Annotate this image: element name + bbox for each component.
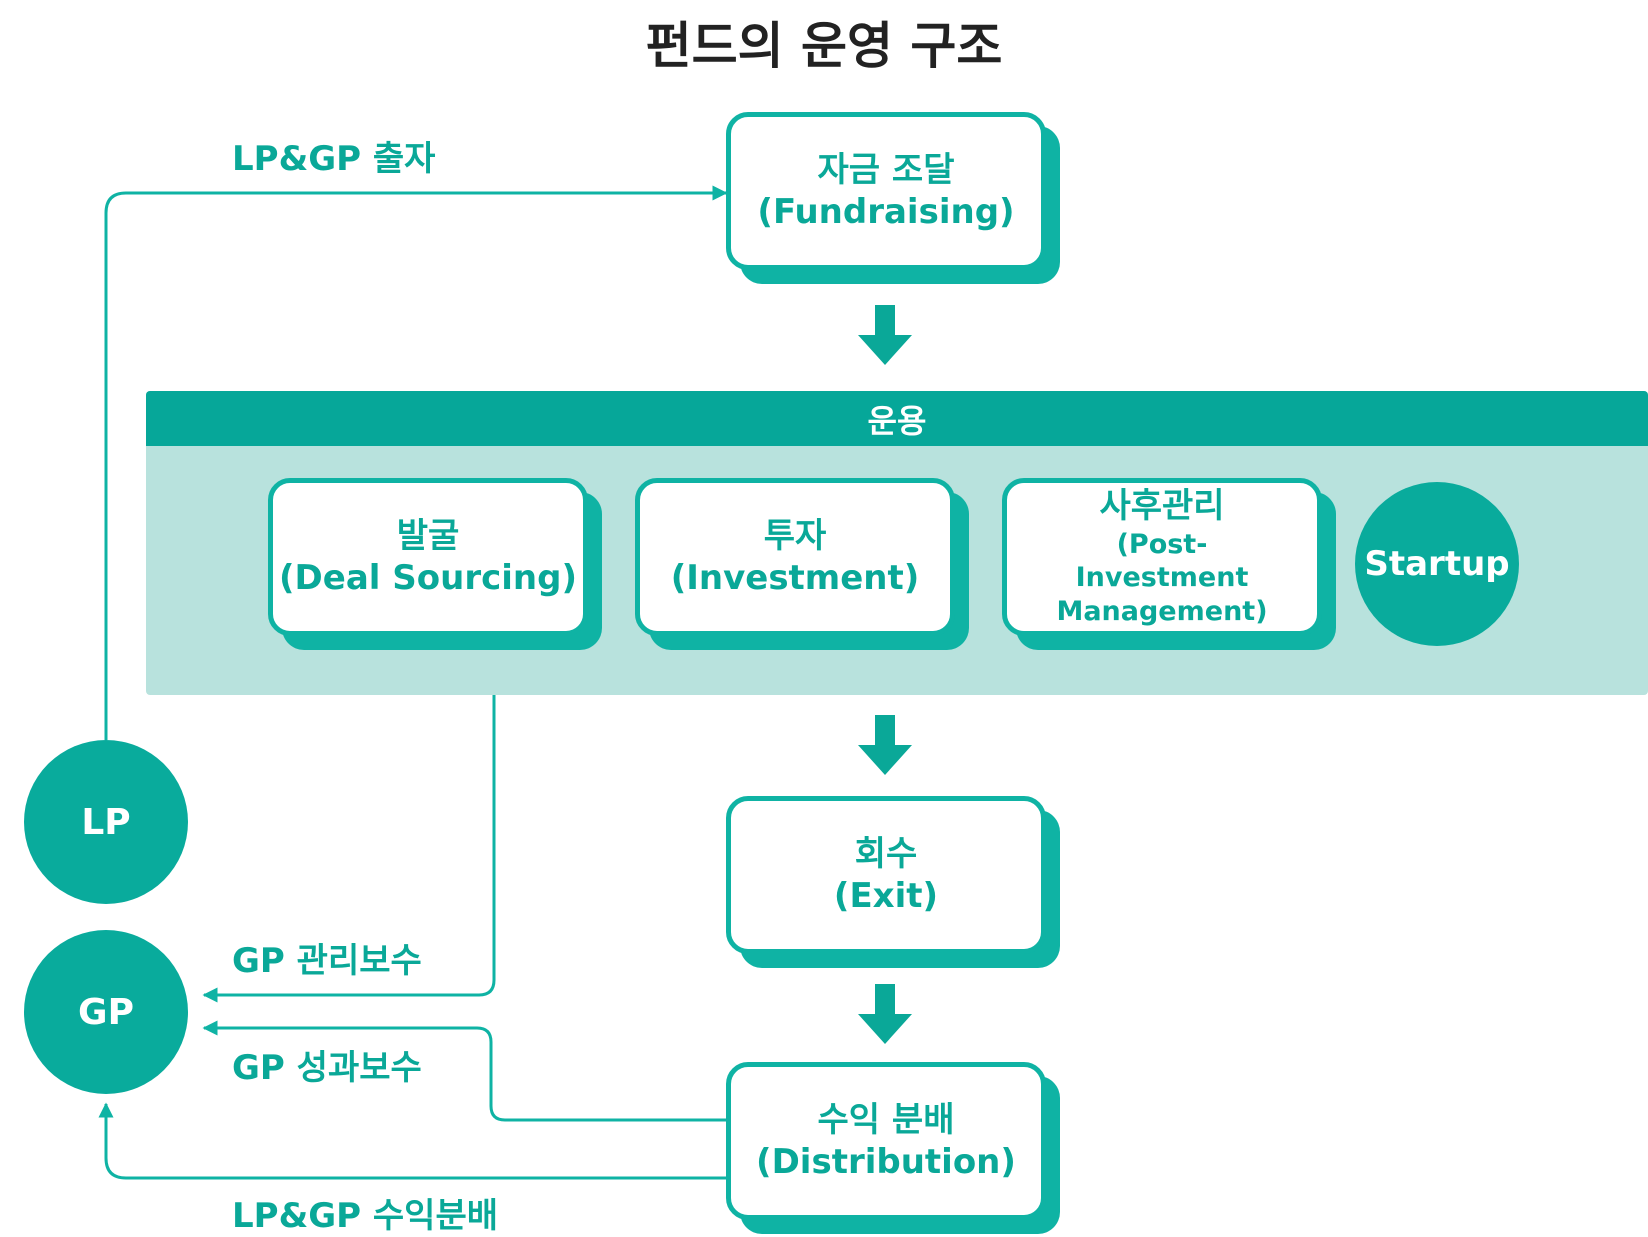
startup-circle: Startup [1355,482,1519,646]
exit-sublabel: (Exit) [833,876,939,916]
fundraising-sublabel: (Fundraising) [757,192,1015,232]
diagram-title: 펀드의 운영 구조 [645,17,1003,75]
deal-sourcing-box: 발굴 (Deal Sourcing) [268,478,588,636]
investment-label: 투자 [763,515,827,556]
performance-fee-line [202,1020,726,1122]
lp-circle: LP [24,740,188,904]
gp-circle: GP [24,930,188,1094]
down-arrow-1-icon [858,305,912,365]
fundraising-label: 자금 조달 [817,149,955,190]
distribution-line [98,1102,726,1180]
management-fee-label: GP 관리보수 [232,941,422,981]
performance-fee-label: GP 성과보수 [232,1048,422,1088]
fundraising-box: 자금 조달 (Fundraising) [726,112,1046,270]
post-investment-label: 사후관리 [1099,486,1225,527]
post-investment-sublabel: (Post-Investment Management) [1056,528,1268,628]
post-investment-box: 사후관리 (Post-Investment Management) [1002,478,1322,636]
distribution-label: 수익 분배 [817,1099,955,1140]
distribution-share-label: LP&GP 수익분배 [232,1196,499,1236]
deal-sourcing-sublabel: (Deal Sourcing) [279,558,577,598]
investment-box: 투자 (Investment) [635,478,955,636]
contribution-label: LP&GP 출자 [232,139,436,179]
contribution-line [104,185,728,740]
distribution-box: 수익 분배 (Distribution) [726,1062,1046,1220]
management-fee-line [202,695,496,1003]
exit-label: 회수 [854,833,918,874]
down-arrow-3-icon [858,984,912,1044]
down-arrow-2-icon [858,715,912,775]
investment-sublabel: (Investment) [670,558,920,598]
distribution-sublabel: (Distribution) [756,1142,1016,1182]
deal-sourcing-label: 발굴 [396,515,460,556]
exit-box: 회수 (Exit) [726,796,1046,954]
operation-header: 운용 [146,391,1648,446]
